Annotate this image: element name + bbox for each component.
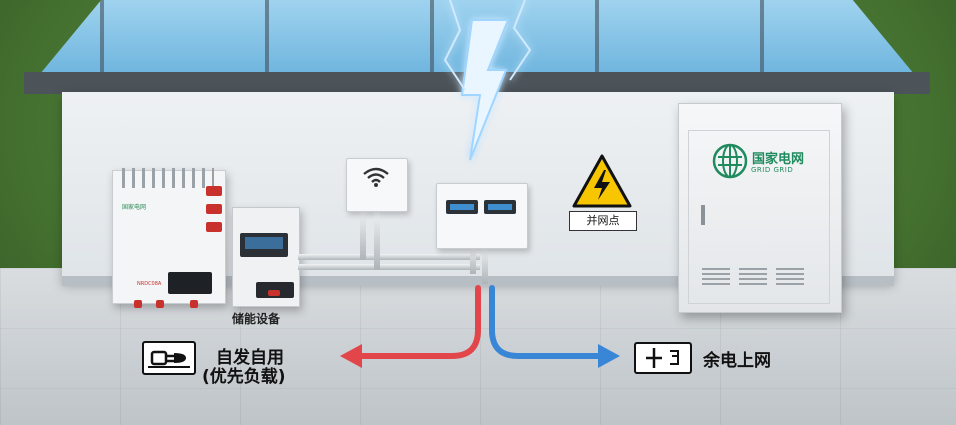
plug-load-icon [142,341,196,375]
grid-meter-icon [634,342,692,374]
inverter-red-connector [206,222,222,232]
lightning-icon [443,0,532,161]
inverter-red-connector [206,186,222,196]
inverter-red-connector [206,204,222,214]
cabinet-handle [701,205,705,225]
wall-base [62,276,894,286]
conduit-pipe [482,244,488,284]
battery-red-terminal [268,290,280,296]
battery-screen-display [245,237,283,249]
grid-brand-en: GRID GRID [751,166,794,174]
self-use-sublabel: (优先负载) [202,367,286,387]
surplus-grid-label: 余电上网 [703,351,771,371]
conduit-pipe [298,254,480,260]
cabinet-vent [776,268,804,286]
inverter-foot-connector [190,300,198,308]
grid-brand-cn: 国家电网 [752,152,805,167]
conduit-pipe [470,244,476,274]
wifi-icon [363,167,389,187]
inverter-heat-fins [122,168,214,188]
inverter-foot-connector [134,300,142,308]
self-use-label: 自发自用 [216,348,284,368]
grid-point-label: 并网点 [569,211,637,231]
cabinet-vent [702,268,730,286]
inverter-model: NRDC08A [137,281,162,287]
high-voltage-warning-icon [572,154,632,208]
surplus-flow-line [489,285,605,359]
inverter-foot-connector [156,300,164,308]
conduit-pipe [374,208,380,270]
cabinet-vent [739,268,767,286]
self-use-flow-line [353,285,481,359]
state-grid-logo-icon [712,143,748,179]
cabinet-door [688,130,830,304]
conduit-pipe [298,264,480,270]
electric-meter-box [436,183,528,249]
surplus-flow-arrowhead [598,344,620,368]
self-use-flow-arrowhead [340,344,362,368]
meter-digits-right [488,204,512,210]
inverter-brand: 国家电网 [122,204,147,211]
storage-device-label: 储能设备 [232,312,281,326]
inverter-control-panel [168,272,212,294]
conduit-pipe [360,208,366,260]
meter-digits-left [450,204,474,210]
